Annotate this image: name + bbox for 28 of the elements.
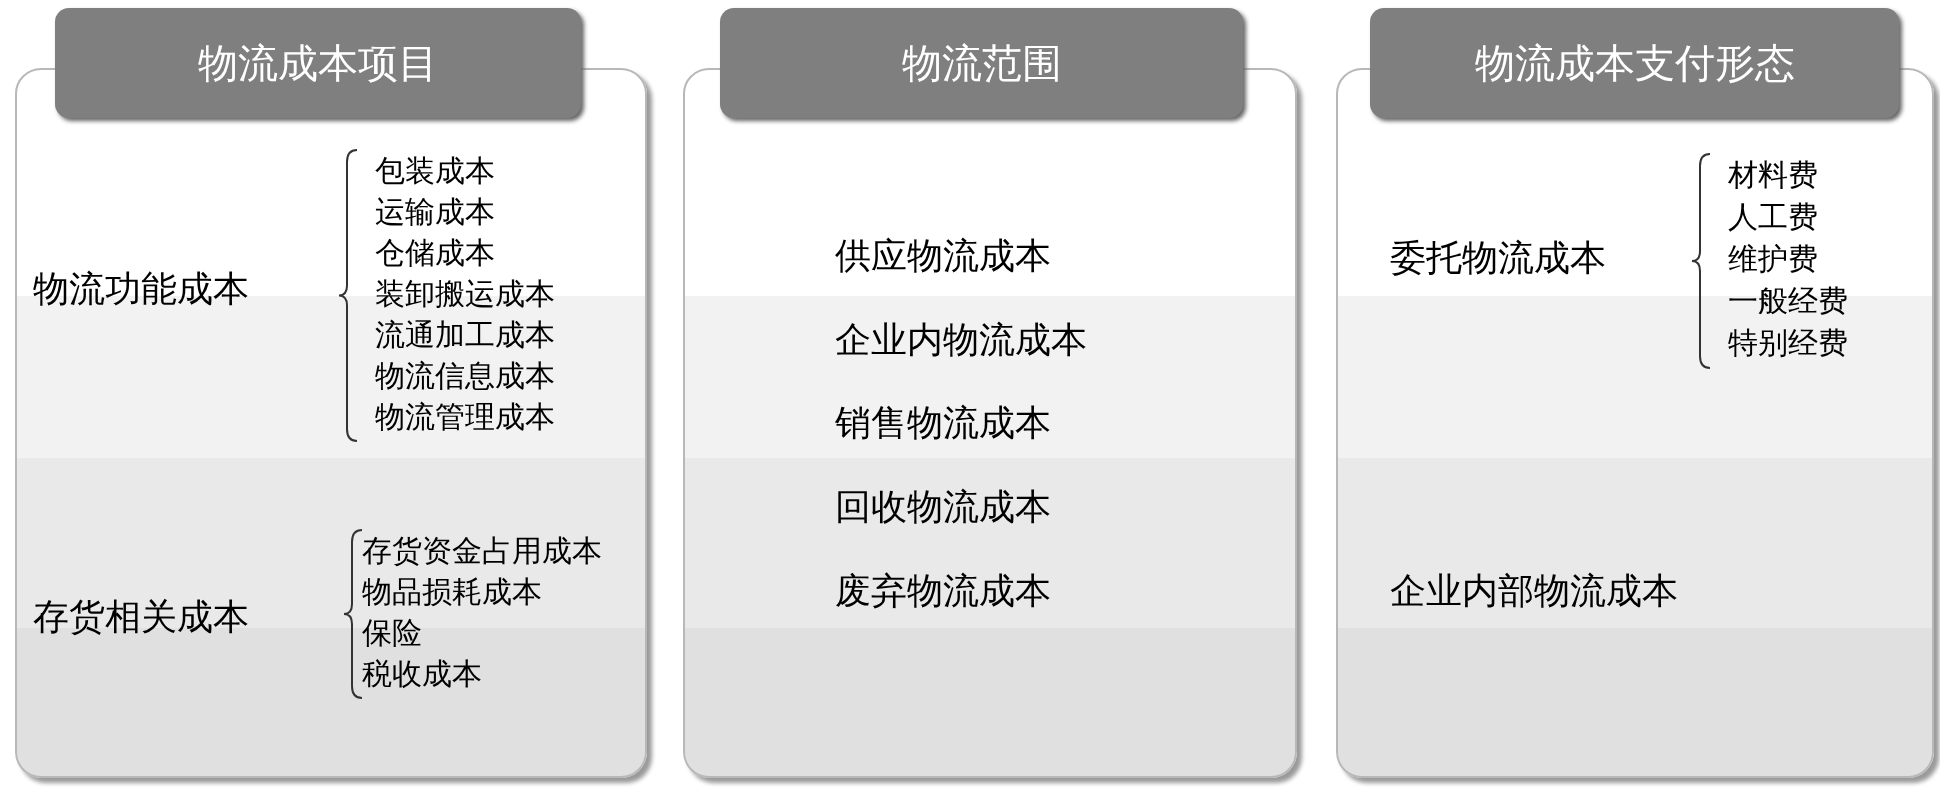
list-item: 运输成本 bbox=[375, 193, 495, 231]
list-item: 税收成本 bbox=[362, 655, 482, 693]
list-item: 存货资金占用成本 bbox=[362, 532, 602, 570]
category-label: 回收物流成本 bbox=[835, 485, 1051, 529]
list-item: 物品损耗成本 bbox=[362, 573, 542, 611]
list-item: 一般经费 bbox=[1728, 282, 1848, 320]
category-label: 供应物流成本 bbox=[835, 234, 1051, 278]
list-item: 装卸搬运成本 bbox=[375, 275, 555, 313]
category-label: 委托物流成本 bbox=[1390, 236, 1606, 280]
list-item: 物流信息成本 bbox=[375, 357, 555, 395]
list-item: 流通加工成本 bbox=[375, 316, 555, 354]
category-label: 销售物流成本 bbox=[835, 401, 1051, 445]
list-item: 物流管理成本 bbox=[375, 398, 555, 436]
category-label: 废弃物流成本 bbox=[835, 569, 1051, 613]
category-label: 企业内部物流成本 bbox=[1390, 569, 1678, 613]
list-item: 材料费 bbox=[1728, 156, 1818, 194]
list-item: 人工费 bbox=[1728, 198, 1818, 236]
header-bar: 物流范围 bbox=[720, 8, 1243, 118]
list-item: 保险 bbox=[362, 614, 422, 652]
list-item: 维护费 bbox=[1728, 240, 1818, 278]
category-label: 企业内物流成本 bbox=[835, 318, 1087, 362]
header-bar: 物流成本项目 bbox=[55, 8, 581, 118]
list-item: 仓储成本 bbox=[375, 234, 495, 272]
list-item: 特别经费 bbox=[1728, 324, 1848, 362]
list-item: 包装成本 bbox=[375, 152, 495, 190]
category-label: 存货相关成本 bbox=[33, 595, 249, 639]
category-label: 物流功能成本 bbox=[33, 267, 249, 311]
header-bar: 物流成本支付形态 bbox=[1370, 8, 1899, 118]
